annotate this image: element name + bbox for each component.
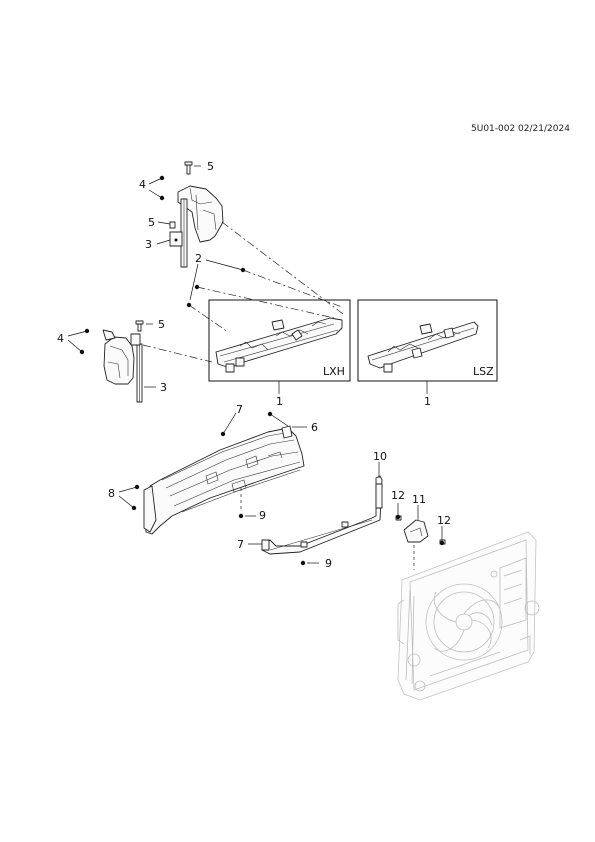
callout-6: 6 <box>311 421 318 434</box>
lower-air-deflector <box>143 425 305 535</box>
radiator-fan-assembly <box>397 531 540 701</box>
callout-3: 3 <box>160 381 167 394</box>
callout-9: 9 <box>259 509 266 522</box>
callout-4: 4 <box>139 178 146 191</box>
callout-8: 8 <box>108 487 115 500</box>
leader-lines <box>67 165 443 564</box>
variant-label-lsz: LSZ <box>473 365 494 378</box>
callout-9: 9 <box>325 557 332 570</box>
lower-side-deflector <box>102 320 144 403</box>
callout-5: 5 <box>148 216 155 229</box>
lower-wire-support <box>261 475 383 555</box>
callout-1: 1 <box>276 395 283 408</box>
diagram-reference-code: 5U01-002 02/21/2024 <box>471 124 570 134</box>
callout-3: 3 <box>145 238 152 251</box>
callout-2: 2 <box>195 252 202 265</box>
callout-4: 4 <box>57 332 64 345</box>
callout-11: 11 <box>412 493 426 506</box>
assembly-lines <box>142 221 415 570</box>
variant-label-lxh: LXH <box>323 365 345 378</box>
variant-box-lxh: LXH <box>208 299 351 382</box>
upper-side-deflector <box>169 161 224 268</box>
callout-5: 5 <box>207 160 214 173</box>
callout-7: 7 <box>236 403 243 416</box>
callout-12: 12 <box>391 489 405 502</box>
callout-7: 7 <box>237 538 244 551</box>
callout-1: 1 <box>424 395 431 408</box>
variant-box-lsz: LSZ <box>357 299 498 382</box>
callout-numbers: 5 4 5 3 2 5 4 3 1 1 7 6 8 9 7 9 10 12 11… <box>57 160 451 570</box>
callout-5: 5 <box>158 318 165 331</box>
callout-10: 10 <box>373 450 387 463</box>
upper-air-deflector-lsz <box>367 321 479 373</box>
upper-air-deflector-lxh <box>215 317 343 373</box>
callout-12: 12 <box>437 514 451 527</box>
